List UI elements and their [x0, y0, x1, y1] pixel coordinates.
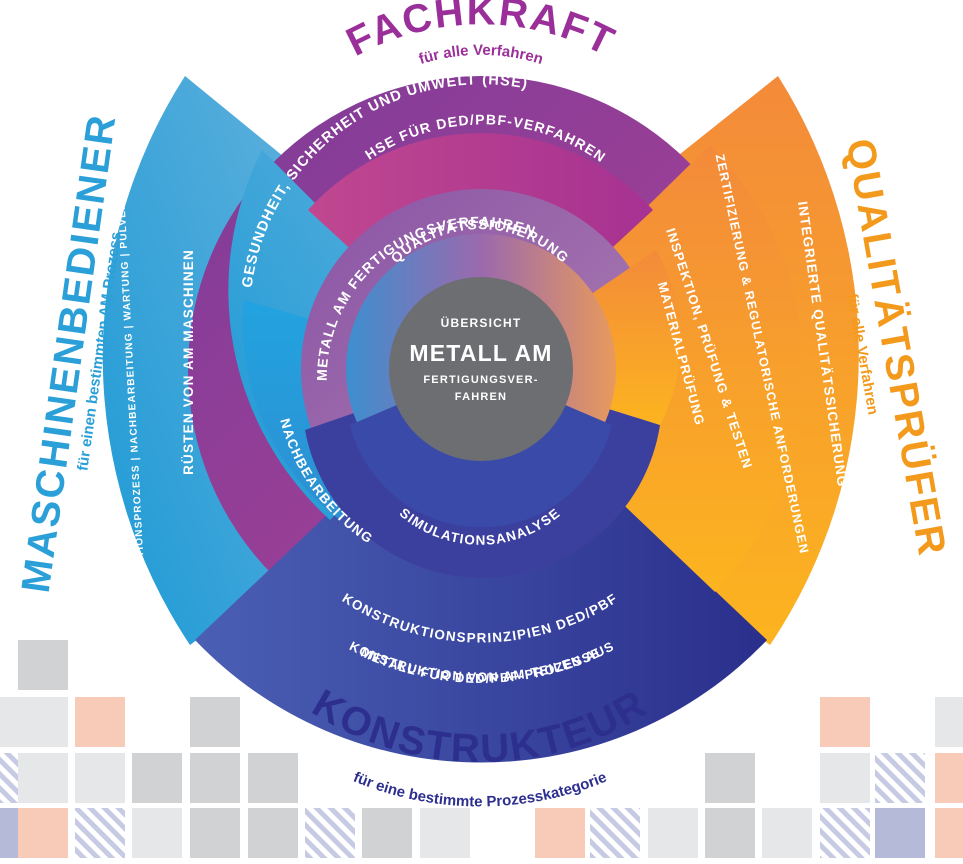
decor-tile: [18, 808, 68, 858]
decor-tile: [875, 753, 925, 803]
decor-tile: [132, 808, 182, 858]
decor-tile: [18, 697, 68, 747]
decor-tile: [75, 753, 125, 803]
decor-tile: [18, 753, 68, 803]
center-line1: ÜBERSICHT: [441, 315, 522, 330]
decor-tile: [190, 808, 240, 858]
decor-tile: [248, 753, 298, 803]
decor-tile: [305, 808, 355, 858]
fachkraft-subtitle: für alle Verfahren: [417, 42, 545, 68]
center-line4: FAHREN: [455, 391, 507, 403]
decor-tile: [75, 697, 125, 747]
decor-tile: [820, 753, 870, 803]
decor-tile: [190, 697, 240, 747]
center-circle: [389, 277, 573, 461]
ruesten-label: RÜSTEN VON AM MASCHINEN: [181, 249, 196, 475]
decor-tile: [590, 808, 640, 858]
decor-tile: [190, 753, 240, 803]
decor-tile: [820, 697, 870, 747]
center-line3: FERTIGUNGSVER-: [423, 374, 538, 386]
decor-tile: [18, 640, 68, 690]
decor-tile: [132, 753, 182, 803]
decor-tile: [75, 808, 125, 858]
decor-tile: [935, 808, 963, 858]
decor-tile: [648, 808, 698, 858]
decor-tile: [875, 808, 925, 858]
decor-tile: [762, 808, 812, 858]
decor-tile: [535, 808, 585, 858]
decor-tile: [820, 808, 870, 858]
decor-tile: [248, 808, 298, 858]
decor-tile: [705, 753, 755, 803]
decor-tile: [935, 753, 963, 803]
decor-tile: [705, 808, 755, 858]
decor-tile: [420, 808, 470, 858]
decor-tile: [362, 808, 412, 858]
decorative-tiles: [0, 640, 963, 858]
konstrukteur-subtitle: für eine bestimmte Prozesskategorie: [351, 769, 609, 811]
center-line2: METALL AM: [409, 340, 552, 366]
decor-tile: [935, 697, 963, 747]
